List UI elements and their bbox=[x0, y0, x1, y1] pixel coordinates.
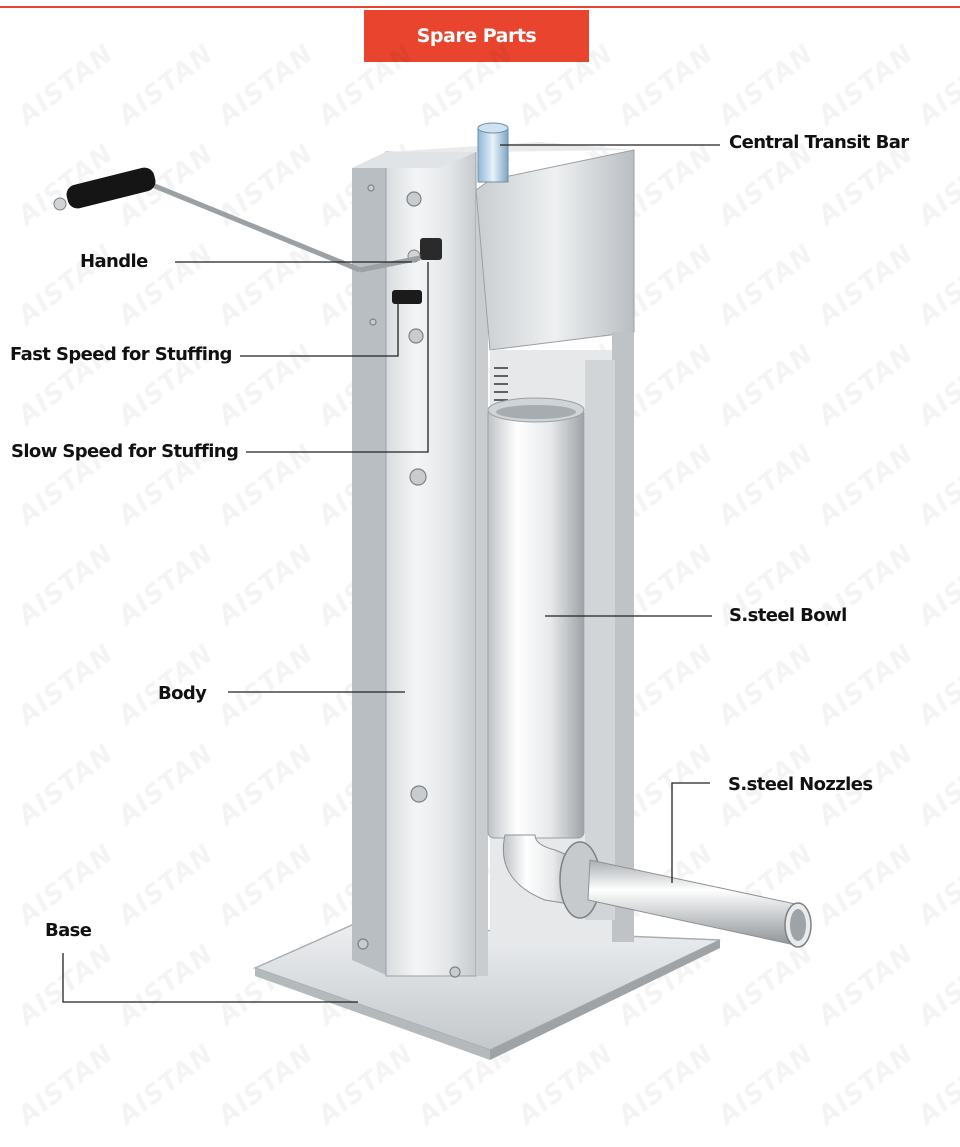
label-handle: Handle bbox=[80, 251, 148, 272]
handle-crank bbox=[53, 167, 421, 273]
nozzle-assembly bbox=[502, 834, 812, 948]
central-transit-bar bbox=[477, 122, 509, 183]
label-steel-nozzles: S.steel Nozzles bbox=[728, 774, 873, 795]
speed-shafts bbox=[392, 238, 442, 304]
leader-lines bbox=[62, 144, 720, 1003]
label-body: Body bbox=[158, 683, 207, 704]
label-central-transit-bar: Central Transit Bar bbox=[729, 132, 909, 153]
label-steel-bowl: S.steel Bowl bbox=[729, 605, 847, 626]
label-slow-speed: Slow Speed for Stuffing bbox=[11, 441, 239, 462]
body-column bbox=[352, 151, 488, 977]
body-bolts bbox=[357, 184, 461, 978]
steel-bowl bbox=[487, 397, 585, 839]
top-housing bbox=[386, 142, 635, 351]
label-fast-speed: Fast Speed for Stuffing bbox=[10, 344, 232, 365]
top-accent-rule bbox=[0, 6, 960, 8]
label-base: Base bbox=[45, 920, 92, 941]
page-title-banner: Spare Parts bbox=[364, 10, 589, 62]
